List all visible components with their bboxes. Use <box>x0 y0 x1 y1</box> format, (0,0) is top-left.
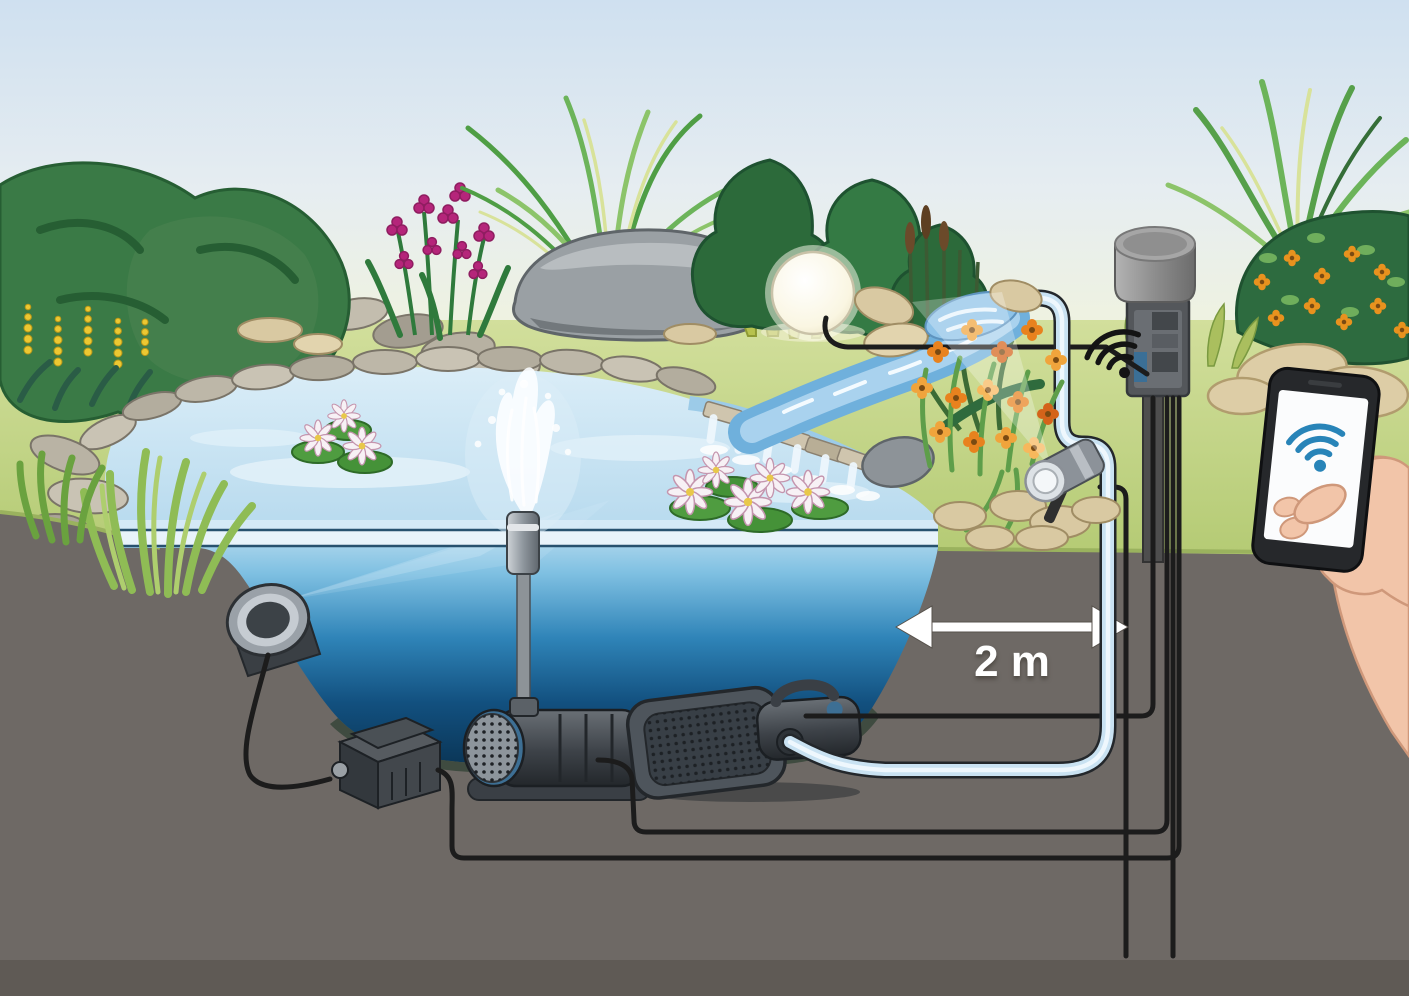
wifi-icon <box>1285 423 1346 472</box>
filter-pump <box>625 679 862 802</box>
control-unit <box>1114 226 1196 563</box>
globe-light <box>761 245 865 342</box>
cable-transformer <box>435 395 1182 861</box>
ground-bottom-band <box>0 960 1409 996</box>
fountain-pump <box>462 697 651 801</box>
waterfall-rock <box>861 436 935 488</box>
yellow-lupines <box>17 303 153 413</box>
fountain-nozzle <box>506 511 540 575</box>
hose-to-stream <box>781 289 1117 779</box>
stream-head <box>924 279 1043 342</box>
water-lilies-2 <box>666 451 849 533</box>
iris-flowers <box>365 182 511 341</box>
cable-fountain-pump <box>595 395 1170 835</box>
distance-label: 2 m <box>974 637 1050 686</box>
water-lilies <box>291 399 393 474</box>
spotlight-beam <box>912 292 1052 470</box>
smartphone-in-hand <box>1251 366 1409 759</box>
garden-spotlight-rocks <box>933 490 1121 551</box>
underwater-spotlight <box>225 583 322 678</box>
cable-underwater-spotlight <box>243 652 333 790</box>
cable-filter-pump <box>803 395 1156 719</box>
bank-grass <box>16 448 256 598</box>
thumb <box>1293 483 1347 525</box>
transformer-box <box>331 716 443 810</box>
fountain <box>465 367 581 575</box>
cable-globe-light <box>822 315 1150 377</box>
garden-spotlight <box>933 438 1121 551</box>
wifi-icon <box>1084 329 1142 379</box>
